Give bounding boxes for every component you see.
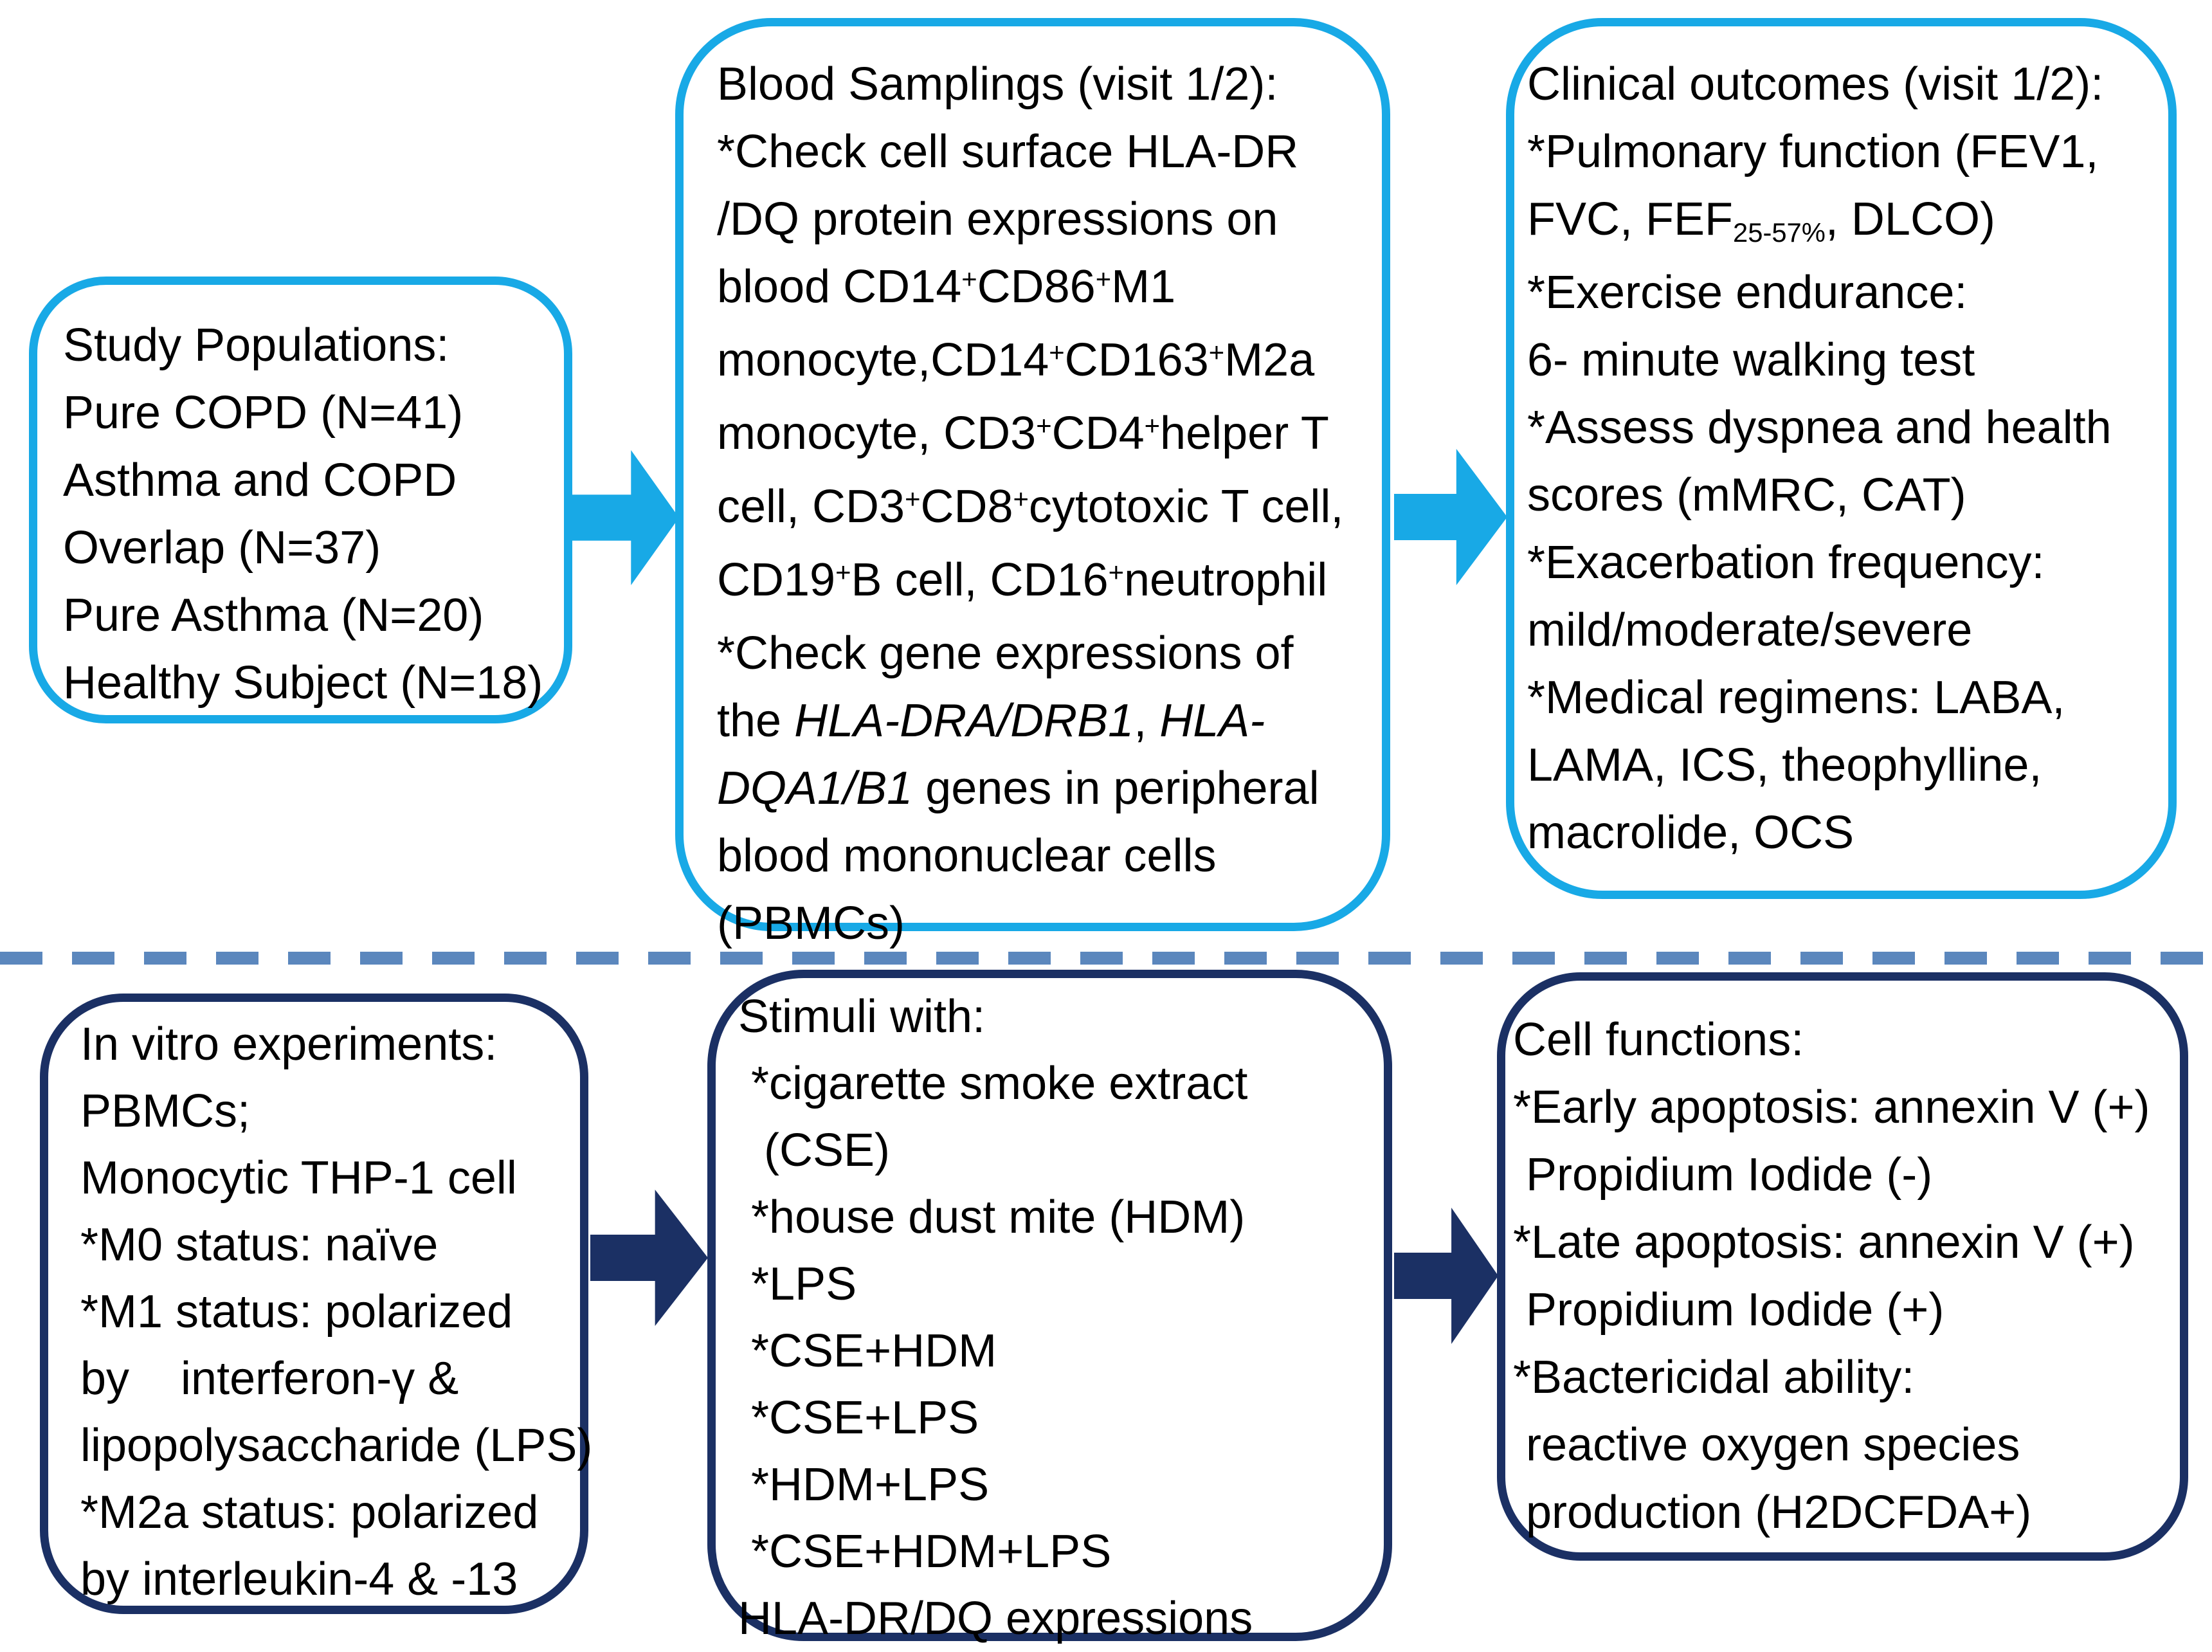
in-vitro-experiments-box: In vitro experiments: PBMCs; Monocytic THP…	[40, 994, 593, 1614]
text-line: Overlap (N=37)	[63, 522, 381, 574]
text-line: *Check gene expressions of	[717, 628, 1294, 679]
text-line: blood CD14+CD86+M1	[717, 261, 1176, 313]
text-line: CD19+B cell, CD16+neutrophil	[717, 554, 1328, 606]
text-line: *Pulmonary function (FEV1,	[1527, 126, 2099, 177]
text-line: macrolide, OCS	[1527, 807, 1854, 858]
text-line: In vitro experiments:	[80, 1019, 498, 1070]
text-line: Stimuli with:	[738, 991, 986, 1042]
text-line: *HDM+LPS	[738, 1459, 990, 1511]
text-line: monocyte,CD14+CD163+M2a	[717, 334, 1315, 386]
text-line: Clinical outcomes (visit 1/2):	[1527, 59, 2104, 110]
text-line: *Assess dyspnea and health	[1527, 402, 2112, 453]
text-line: HLA-DR/DQ expressions	[738, 1593, 1253, 1644]
text-line: cell, CD3+CD8+cytotoxic T cell,	[717, 481, 1344, 532]
text-line: *Exercise endurance:	[1527, 267, 1968, 318]
text-line: monocyte, CD3+CD4+helper T	[717, 408, 1329, 459]
arrow-right-icon	[572, 450, 679, 585]
text-line: (PBMCs)	[717, 898, 905, 949]
text-line: /DQ protein expressions on	[717, 194, 1278, 245]
arrow-right-icon	[1394, 449, 1507, 585]
stimuli-box: Stimuli with: *cigarette smoke extract (…	[707, 970, 1392, 1644]
text-line: Pure COPD (N=41)	[63, 387, 464, 439]
text-line: Propidium Iodide (+)	[1513, 1284, 1945, 1336]
text-line: scores (mMRC, CAT)	[1527, 469, 1966, 521]
text-line: *Medical regimens: LABA,	[1527, 672, 2065, 723]
text-line: DQA1/B1 genes in peripheral	[717, 763, 1319, 814]
text-line: FVC, FEF25-57%, DLCO)	[1527, 194, 1995, 248]
text-line: Study Populations:	[63, 320, 449, 371]
text-line: by interleukin-4 & -13	[80, 1554, 518, 1605]
text-line: *M2a status: polarized	[80, 1487, 539, 1538]
clinical-outcomes-box: Clinical outcomes (visit 1/2): *Pulmonary…	[1506, 18, 2177, 899]
text-line: *M1 status: polarized	[80, 1286, 513, 1338]
text-line: Cell functions:	[1513, 1014, 1804, 1066]
text-line: by interferon-γ &	[80, 1353, 459, 1404]
arrow-right-icon	[590, 1190, 708, 1326]
text-line: *M0 status: naïve	[80, 1219, 439, 1271]
text-line: Propidium Iodide (-)	[1513, 1149, 1933, 1201]
text-line: *CSE+HDM+LPS	[738, 1526, 1112, 1577]
arrow-right-icon	[1394, 1208, 1498, 1344]
text-line: *LPS	[738, 1258, 857, 1310]
text-line: mild/moderate/severe	[1527, 604, 1973, 656]
text-line: *Check cell surface HLA-DR	[717, 126, 1299, 177]
text-line: production (H2DCFDA+)	[1513, 1487, 2032, 1538]
text-line: (CSE)	[738, 1125, 891, 1176]
text-line: Monocytic THP-1 cell	[80, 1152, 517, 1204]
study-populations-box: Study Populations: Pure COPD (N=41) Asthma…	[29, 277, 572, 723]
cell-functions-box: Cell functions: *Early apoptosis: annexin…	[1497, 972, 2188, 1561]
text-line: *Bactericidal ability:	[1513, 1352, 1915, 1403]
text-line: the HLA-DRA/DRB1, HLA-	[717, 695, 1265, 747]
text-line: 6- minute walking test	[1527, 334, 1975, 386]
text-line: PBMCs;	[80, 1085, 251, 1137]
text-line: *Exacerbation frequency:	[1527, 537, 2045, 588]
text-line: *cigarette smoke extract	[738, 1058, 1248, 1109]
text-line: *Early apoptosis: annexin V (+)	[1513, 1082, 2150, 1133]
text-line: Pure Asthma (N=20)	[63, 590, 484, 641]
dashed-divider	[0, 952, 2212, 965]
text-line: *house dust mite (HDM)	[738, 1192, 1246, 1243]
text-line: blood mononuclear cells	[717, 830, 1217, 882]
text-line: Blood Samplings (visit 1/2):	[717, 59, 1278, 110]
text-line: reactive oxygen species	[1513, 1419, 2020, 1471]
blood-samplings-box: Blood Samplings (visit 1/2): *Check cell …	[675, 18, 1390, 949]
text-line: Healthy Subject (N=18)	[63, 657, 543, 709]
text-line: lipopolysaccharide (LPS)	[80, 1420, 593, 1471]
text-line: LAMA, ICS, theophylline,	[1527, 740, 2042, 791]
text-line: *CSE+LPS	[738, 1392, 979, 1444]
text-line: Asthma and COPD	[63, 455, 457, 506]
text-line: *CSE+HDM	[738, 1325, 997, 1377]
text-line: *Late apoptosis: annexin V (+)	[1513, 1217, 2135, 1268]
